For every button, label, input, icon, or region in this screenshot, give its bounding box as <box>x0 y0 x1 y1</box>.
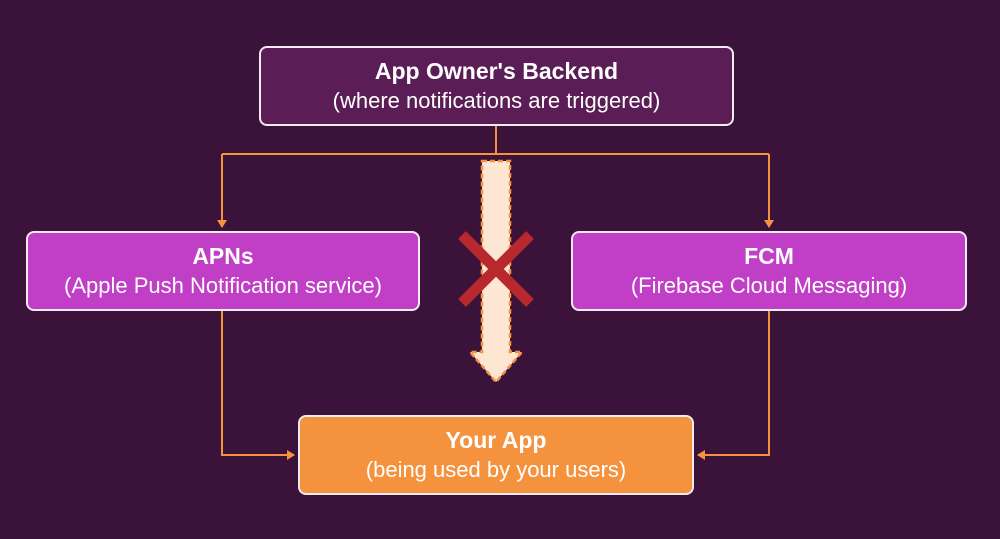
connector-apns-to-app <box>221 311 295 460</box>
app-box: Your App (being used by your users) <box>298 415 694 495</box>
apns-box: APNs (Apple Push Notification service) <box>26 231 420 311</box>
connector-fcm-to-app <box>697 311 770 460</box>
backend-subtitle: (where notifications are triggered) <box>332 87 661 113</box>
app-title: Your App <box>445 426 547 453</box>
backend-box: App Owner's Backend (where notifications… <box>259 46 734 126</box>
backend-title: App Owner's Backend <box>374 57 619 84</box>
fcm-subtitle: (Firebase Cloud Messaging) <box>630 272 908 298</box>
fcm-title: FCM <box>744 242 794 269</box>
apns-title: APNs <box>192 242 254 269</box>
fcm-box: FCM (Firebase Cloud Messaging) <box>571 231 967 311</box>
app-subtitle: (being used by your users) <box>365 456 627 482</box>
cross-icon <box>458 231 534 307</box>
apns-subtitle: (Apple Push Notification service) <box>64 272 382 298</box>
